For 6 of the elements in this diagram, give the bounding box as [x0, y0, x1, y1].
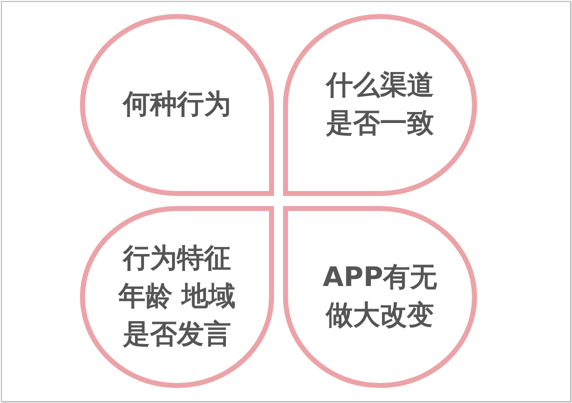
petal-text: 行为特征 [123, 242, 231, 276]
petal-text: 何种行为 [123, 88, 231, 122]
petal-text: APP有无做大改变 [322, 261, 438, 333]
petal-text: 什么渠道是否一致 [324, 69, 435, 141]
petal-text: 是否发言 [123, 318, 231, 352]
petal-text: 年龄 地域 [118, 280, 236, 314]
